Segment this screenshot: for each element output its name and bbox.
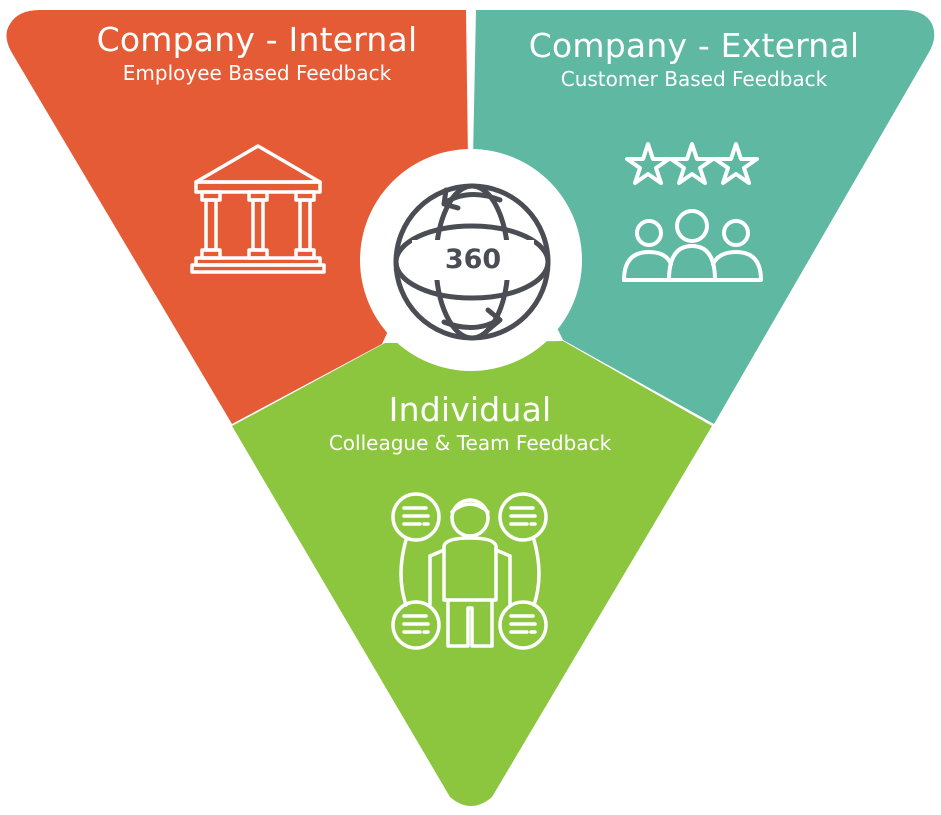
- segment-title-individual: Individual: [388, 390, 552, 429]
- segment-title-internal: Company - Internal: [96, 20, 418, 59]
- segment-individual: [232, 341, 712, 806]
- globe-rotation-icon: [393, 183, 551, 341]
- label-company-internal: Company - Internal Employee Based Feedba…: [48, 20, 466, 86]
- segment-internal: [6, 10, 468, 424]
- stars-and-customers-icon: [622, 142, 763, 282]
- center-360-label: 360: [412, 240, 534, 280]
- segment-subtitle-individual: Colleague & Team Feedback: [328, 431, 612, 455]
- segment-subtitle-external: Customer Based Feedback: [560, 67, 828, 91]
- person-with-feedback-bubbles-icon: [391, 492, 548, 650]
- segment-subtitle-internal: Employee Based Feedback: [122, 61, 392, 85]
- bank-building-icon: [190, 144, 326, 274]
- label-company-external: Company - External Customer Based Feedba…: [474, 26, 914, 92]
- label-individual: Individual Colleague & Team Feedback: [240, 390, 700, 456]
- segment-title-external: Company - External: [528, 26, 860, 65]
